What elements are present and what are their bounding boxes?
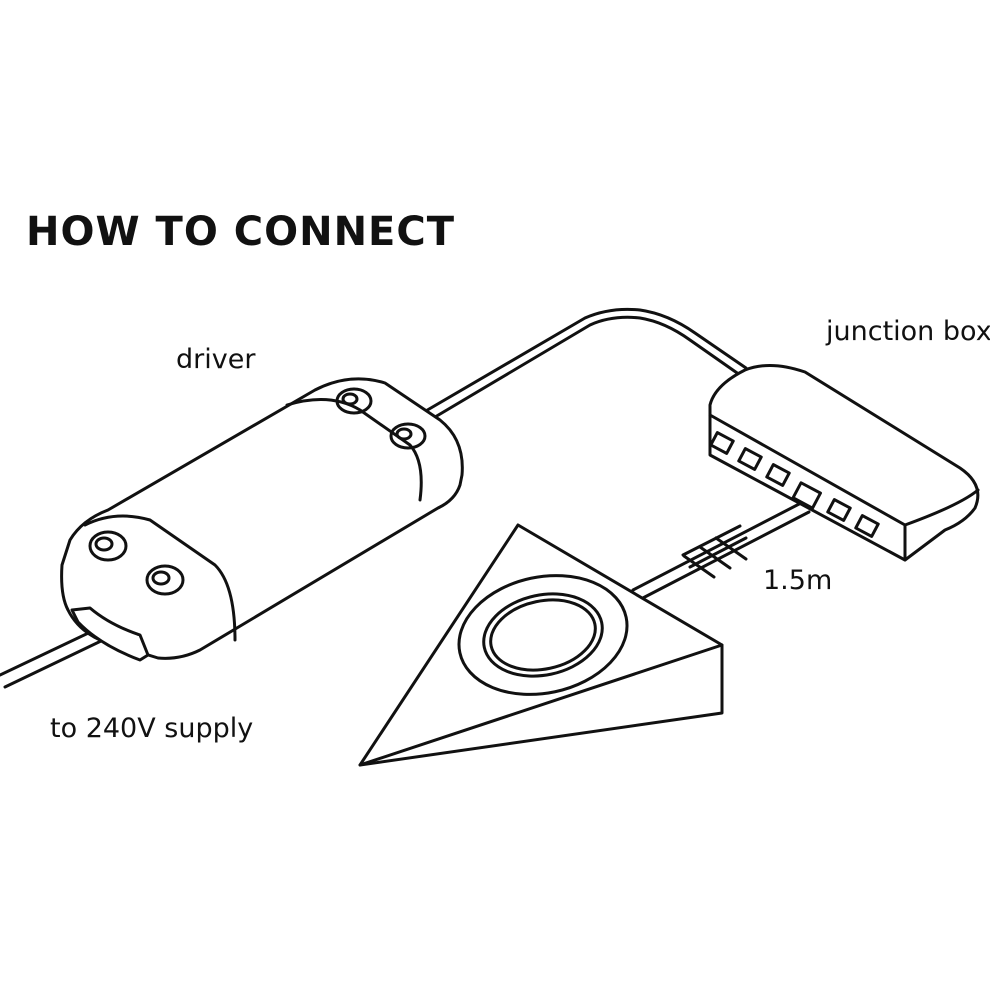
cable-length-label: 1.5m bbox=[763, 565, 833, 596]
driver-label: driver bbox=[176, 344, 256, 375]
junction-box bbox=[708, 364, 980, 562]
triangle-light bbox=[358, 523, 724, 767]
driver-terminal-back-right bbox=[389, 422, 427, 450]
driver-terminal-front-left bbox=[88, 530, 128, 562]
junction-box-label: junction box bbox=[826, 316, 990, 347]
supply-label: to 240V supply bbox=[50, 713, 254, 744]
driver-terminal-front-right bbox=[145, 564, 185, 596]
light-cable bbox=[631, 500, 811, 602]
junction-box-plug bbox=[791, 481, 822, 510]
driver-terminal-back-left bbox=[335, 387, 373, 415]
driver-to-junction-cable bbox=[422, 307, 748, 422]
junction-box-ports bbox=[709, 431, 880, 538]
diagram-title: HOW TO CONNECT bbox=[26, 209, 456, 255]
driver-unit bbox=[60, 377, 464, 662]
